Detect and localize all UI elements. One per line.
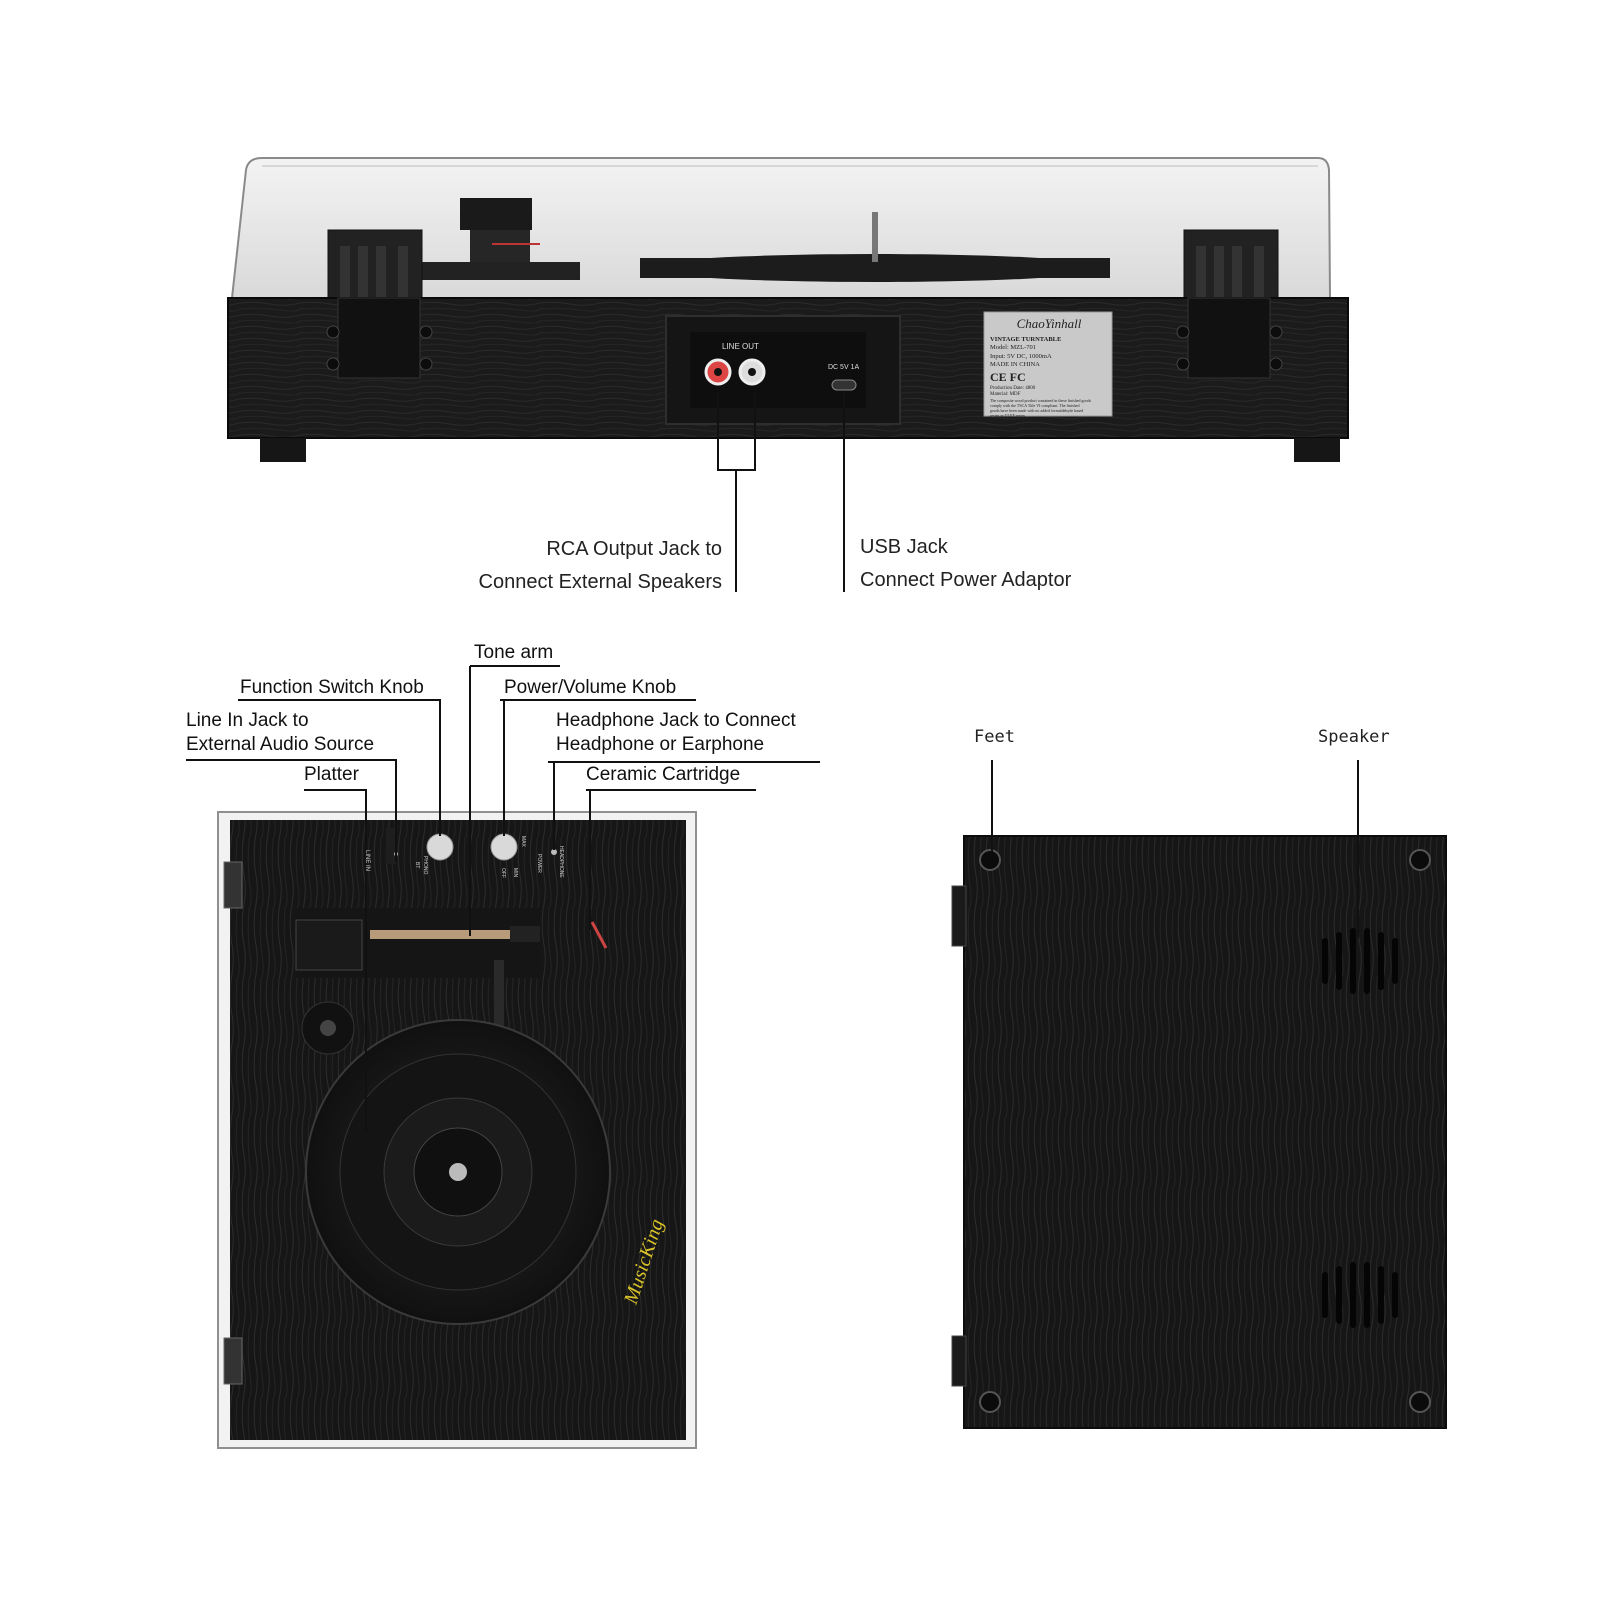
line-out-mark: LINE OUT	[722, 342, 759, 351]
line-in-callout-line1: Line In Jack to	[186, 710, 309, 731]
usb-callout-line1: USB Jack	[860, 536, 948, 558]
bottom-view-turntable	[951, 760, 1447, 1429]
rating-plate-text: ChaoYinhall VINTAGE TURNTABLE Model: MZL…	[990, 316, 1108, 418]
rca-callout-line1: RCA Output Jack to	[546, 538, 722, 560]
brand-name: ChaoYinhall	[1016, 316, 1082, 331]
platter-callout: Platter	[304, 764, 359, 785]
function-switch-knob	[426, 833, 454, 861]
foot	[1409, 849, 1431, 871]
power-volume-knob	[490, 833, 518, 861]
feet-callout: Feet	[974, 727, 1015, 747]
foot	[979, 1391, 1001, 1413]
power-input: Input: 5V DC, 1000mA	[990, 352, 1052, 360]
power-mark: POWER	[536, 854, 542, 873]
platter	[305, 1019, 611, 1325]
speaker-grille	[1322, 1262, 1398, 1328]
production-date: Production Date: 4800	[990, 385, 1036, 391]
compliance-notice: The composite wood product contained in …	[990, 398, 1092, 404]
compliance-notice: goods have been made with no added forma…	[990, 408, 1084, 414]
foot	[1409, 1391, 1431, 1413]
speaker-callout: Speaker	[1318, 727, 1390, 747]
hinge-left	[327, 229, 423, 299]
rca-callout-line2: Connect External Speakers	[478, 571, 722, 593]
material: Material: MDF	[990, 392, 1021, 397]
min-mark: MIN	[512, 868, 518, 878]
rca-callout: RCA Output Jack to Connect External Spea…	[460, 538, 722, 594]
usb-callout-line2: Connect Power Adaptor	[860, 569, 1072, 591]
certification-marks: CE FC	[990, 369, 1026, 384]
rca-jack-red	[704, 358, 732, 386]
rear-view-turntable	[227, 157, 1349, 592]
usb-port	[831, 379, 857, 391]
speaker-grille	[1322, 928, 1398, 994]
tone-arm	[370, 930, 526, 939]
off-mark: OFF	[500, 868, 506, 878]
compliance-notice: comply with the TSCA Title VI compliant.…	[990, 403, 1080, 409]
max-mark: MAX	[520, 836, 526, 847]
model-number: Model: MZL-701	[990, 344, 1037, 352]
power-volume-callout: Power/Volume Knob	[504, 677, 677, 698]
function-switch-callout: Function Switch Knob	[240, 677, 424, 698]
hinge-right	[1183, 229, 1279, 299]
product-name: VINTAGE TURNTABLE	[990, 336, 1062, 344]
compliance-notice: resins or ULEF resins	[990, 413, 1025, 419]
foot	[979, 849, 1001, 871]
phono-mark: PHONO	[422, 856, 428, 875]
headphone-callout-line1: Headphone Jack to Connect	[556, 710, 796, 731]
headphone-mark: HEADPHONE	[558, 846, 564, 878]
bt-mark: BT	[414, 862, 420, 869]
cartridge-callout: Ceramic Cartridge	[586, 764, 741, 785]
top-view-turntable	[186, 665, 820, 1449]
usb-callout: USB Jack Connect Power Adaptor	[860, 536, 1071, 592]
country-origin: MADE IN CHINA	[990, 360, 1040, 368]
line-in-callout-line2: External Audio Source	[186, 733, 375, 755]
tone-arm-callout: Tone arm	[474, 642, 554, 663]
line-in-callout: Line In Jack to External Audio Source	[186, 710, 374, 756]
headphone-callout-line2: Headphone or Earphone	[556, 733, 765, 755]
line-in-mark: LINE IN	[364, 850, 370, 872]
dc-in-mark: DC 5V 1A	[828, 364, 860, 371]
rca-jack-white	[738, 358, 766, 386]
headphone-callout: Headphone Jack to Connect Headphone or E…	[556, 710, 796, 756]
rating-plate	[983, 311, 1113, 417]
